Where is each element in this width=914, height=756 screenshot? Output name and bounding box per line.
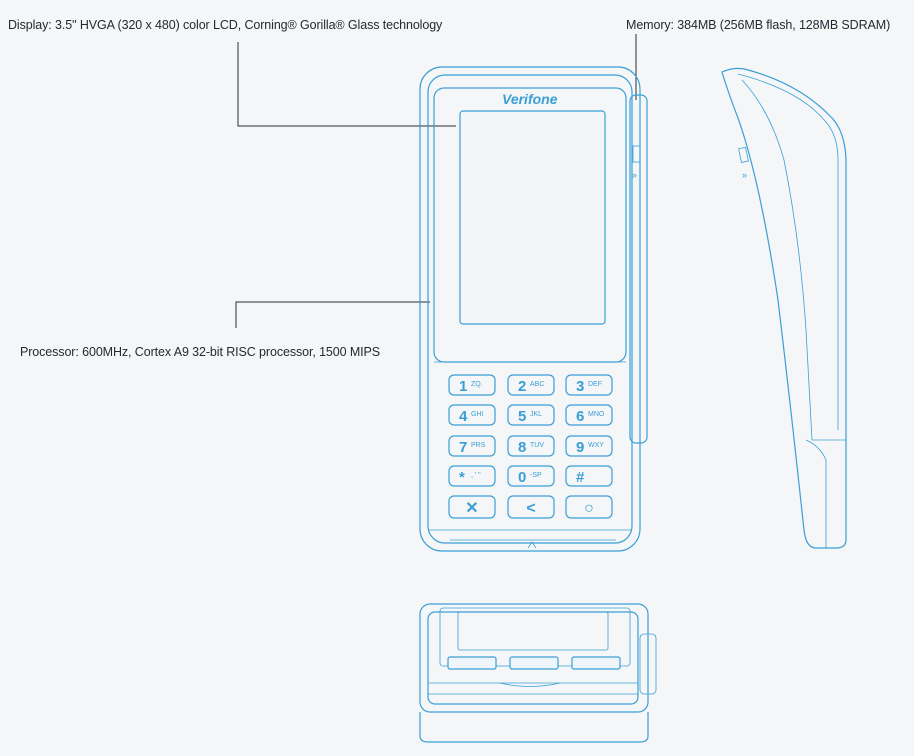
key-main-label: 0 bbox=[518, 469, 526, 486]
keypad-key-2[interactable]: 2 ABC bbox=[507, 374, 555, 396]
key-sub-label: , ' " bbox=[471, 472, 481, 479]
key-main-label: * bbox=[459, 469, 465, 486]
display-callout: Display: 3.5" HVGA (320 x 480) color LCD… bbox=[8, 18, 443, 32]
key-main-label: 6 bbox=[576, 408, 584, 425]
processor-callout: Processor: 600MHz, Cortex A9 32-bit RISC… bbox=[20, 345, 381, 359]
keypad-key-1[interactable]: 1 ZQ. bbox=[448, 374, 496, 396]
bottom-view bbox=[419, 603, 657, 743]
keypad-key-8[interactable]: 8 TUV bbox=[507, 435, 555, 457]
keypad-key-star[interactable]: * , ' " bbox=[448, 465, 496, 487]
display-leader-line bbox=[237, 42, 456, 127]
key-main-label: 7 bbox=[459, 439, 467, 456]
key-main-label: 4 bbox=[459, 408, 468, 425]
enter-icon: ○ bbox=[584, 500, 594, 517]
key-sub-label: TUV bbox=[530, 442, 544, 449]
key-sub-label: GHI bbox=[471, 411, 484, 418]
keypad-key-6[interactable]: 6 MNO bbox=[565, 404, 613, 426]
key-main-label: 8 bbox=[518, 439, 526, 456]
key-main-label: 1 bbox=[459, 378, 467, 395]
cancel-icon: ✕ bbox=[465, 500, 478, 517]
key-sub-label: ZQ. bbox=[471, 381, 483, 388]
processor-leader-line bbox=[235, 301, 430, 328]
keypad-key-0[interactable]: 0 -SP bbox=[507, 465, 555, 487]
memory-callout: Memory: 384MB (256MB flash, 128MB SDRAM) bbox=[626, 18, 891, 32]
key-sub-label: JKL bbox=[530, 411, 542, 418]
key-main-label: 5 bbox=[518, 408, 526, 425]
cancel-key[interactable]: ✕ bbox=[448, 495, 496, 519]
key-main-label: 2 bbox=[518, 378, 526, 395]
key-sub-label: DEF bbox=[588, 381, 602, 388]
key-main-label: 3 bbox=[576, 378, 584, 395]
keypad-key-3[interactable]: 3 DEF bbox=[565, 374, 613, 396]
key-sub-label: WXY bbox=[588, 442, 604, 449]
touch-display bbox=[459, 110, 606, 325]
keypad-key-9[interactable]: 9 WXY bbox=[565, 435, 613, 457]
back-icon: < bbox=[526, 500, 535, 517]
key-sub-label: -SP bbox=[530, 472, 542, 479]
keypad-key-hash[interactable]: # bbox=[565, 465, 613, 487]
svg-text:»: » bbox=[742, 170, 747, 180]
key-main-label: 9 bbox=[576, 439, 584, 456]
enter-key[interactable]: ○ bbox=[565, 495, 613, 519]
swipe-arrow-icon: » bbox=[632, 170, 637, 180]
key-sub-label: MNO bbox=[588, 411, 605, 418]
key-sub-label: ABC bbox=[530, 381, 544, 388]
key-main-label: # bbox=[576, 469, 585, 486]
back-key[interactable]: < bbox=[507, 495, 555, 519]
keypad-key-7[interactable]: 7 PRS bbox=[448, 435, 496, 457]
keypad-key-5[interactable]: 5 JKL bbox=[507, 404, 555, 426]
terminal-body bbox=[419, 66, 641, 552]
card-reader-strip bbox=[629, 94, 648, 444]
brand-logo: Verifone bbox=[502, 91, 558, 107]
key-sub-label: PRS bbox=[471, 442, 486, 449]
side-view: » bbox=[721, 67, 847, 549]
